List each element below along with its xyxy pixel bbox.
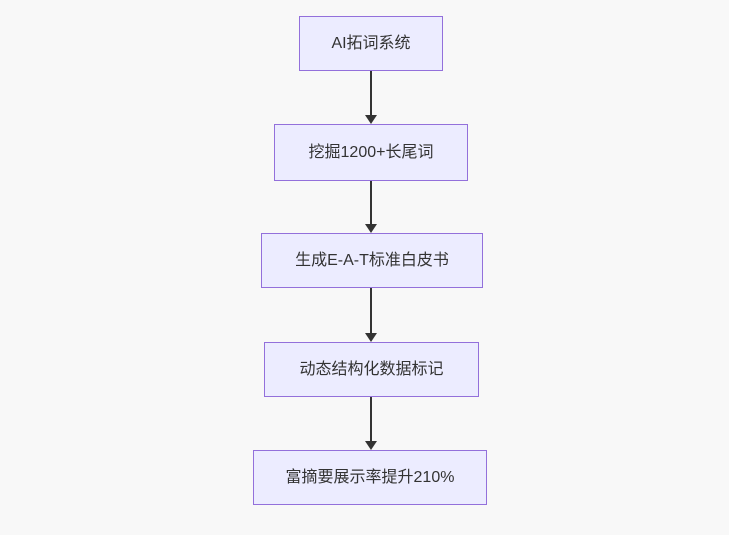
- flow-edge-1-2: [365, 71, 377, 124]
- flow-edge-2-3: [365, 181, 377, 233]
- arrowhead-down-icon: [365, 115, 377, 124]
- flow-node-label: 富摘要展示率提升210%: [285, 468, 455, 486]
- connector-line: [370, 397, 372, 442]
- flow-node-longtail-mining: 挖掘1200+长尾词: [274, 124, 468, 181]
- flow-node-eat-whitepaper: 生成E-A-T标准白皮书: [261, 233, 483, 288]
- flow-node-label: 生成E-A-T标准白皮书: [295, 251, 449, 269]
- flow-edge-3-4: [365, 288, 377, 342]
- flow-node-rich-snippet-result: 富摘要展示率提升210%: [253, 450, 487, 505]
- flow-node-structured-data-markup: 动态结构化数据标记: [264, 342, 479, 397]
- connector-line: [370, 288, 372, 334]
- flow-node-label: 动态结构化数据标记: [299, 360, 444, 378]
- connector-line: [370, 71, 372, 116]
- arrowhead-down-icon: [365, 333, 377, 342]
- arrowhead-down-icon: [365, 441, 377, 450]
- flow-edge-4-5: [365, 397, 377, 450]
- connector-line: [370, 181, 372, 225]
- flow-node-label: 挖掘1200+长尾词: [308, 143, 434, 161]
- flow-node-ai-keyword-system: AI拓词系统: [299, 16, 443, 71]
- flow-node-label: AI拓词系统: [331, 34, 411, 52]
- arrowhead-down-icon: [365, 224, 377, 233]
